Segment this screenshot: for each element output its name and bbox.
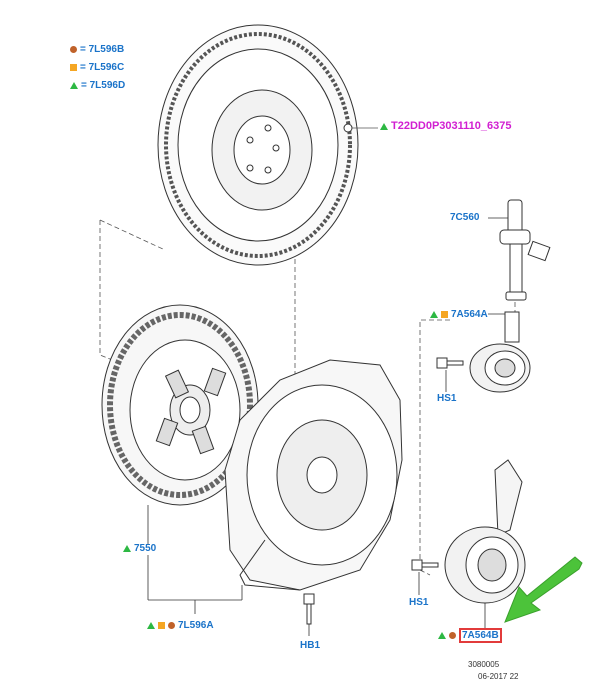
square-symbol-icon <box>441 310 448 318</box>
part-code: 7A564A <box>451 309 488 320</box>
part-code: 7550 <box>134 543 157 554</box>
bolt-lower <box>411 559 439 571</box>
bearing-upper <box>469 311 531 393</box>
drawing-number: 3080005 <box>468 660 500 669</box>
square-symbol-icon <box>158 621 165 629</box>
pressure-plate <box>224 359 403 591</box>
dot-symbol-icon <box>70 45 77 53</box>
bolt-pressure-plate <box>303 593 315 625</box>
part-label-7l596a[interactable]: 7L596A <box>147 620 214 632</box>
part-label-7a564a[interactable]: 7A564A <box>430 309 488 321</box>
legend-row-7l596b: = 7L596B <box>70 44 124 56</box>
highlight-arrow <box>504 556 583 623</box>
triangle-symbol-icon <box>438 631 446 639</box>
drawing-date: 06-2017 22 <box>478 672 519 681</box>
flywheel <box>157 24 359 266</box>
slave-cylinder-pipe <box>499 199 551 301</box>
dot-symbol-icon <box>449 631 456 639</box>
triangle-symbol-icon <box>147 621 155 629</box>
reference-text: T22DD0P3031110_6375 <box>391 120 512 132</box>
legend-row-7l596d: = 7L596D <box>70 80 125 92</box>
legend-row-7l596c: = 7L596C <box>70 62 124 74</box>
triangle-symbol-icon <box>70 81 78 89</box>
dot-symbol-icon <box>168 621 175 629</box>
part-code: 7L596A <box>178 620 214 631</box>
triangle-symbol-icon <box>430 310 438 318</box>
part-label-7550[interactable]: 7550 <box>123 543 156 555</box>
legend-label: = 7L596B <box>80 44 125 55</box>
legend-label: = 7L596D <box>81 80 126 91</box>
reference-label: T22DD0P3031110_6375 <box>380 120 512 132</box>
part-code-highlighted: 7A564B <box>459 628 502 643</box>
bolt-upper <box>436 357 464 369</box>
square-symbol-icon <box>70 63 77 71</box>
part-label-7a564b[interactable]: 7A564B <box>438 628 502 643</box>
part-label-7c560[interactable]: 7C560 <box>450 212 480 223</box>
bearing-lower <box>444 459 526 604</box>
part-label-hb1[interactable]: HB1 <box>300 640 321 651</box>
part-label-hs1-lower[interactable]: HS1 <box>409 597 429 608</box>
triangle-symbol-icon <box>123 544 131 552</box>
legend-label: = 7L596C <box>80 62 125 73</box>
triangle-symbol-icon <box>380 122 388 130</box>
clutch-disc <box>101 304 259 506</box>
part-label-hs1-upper[interactable]: HS1 <box>437 393 457 404</box>
